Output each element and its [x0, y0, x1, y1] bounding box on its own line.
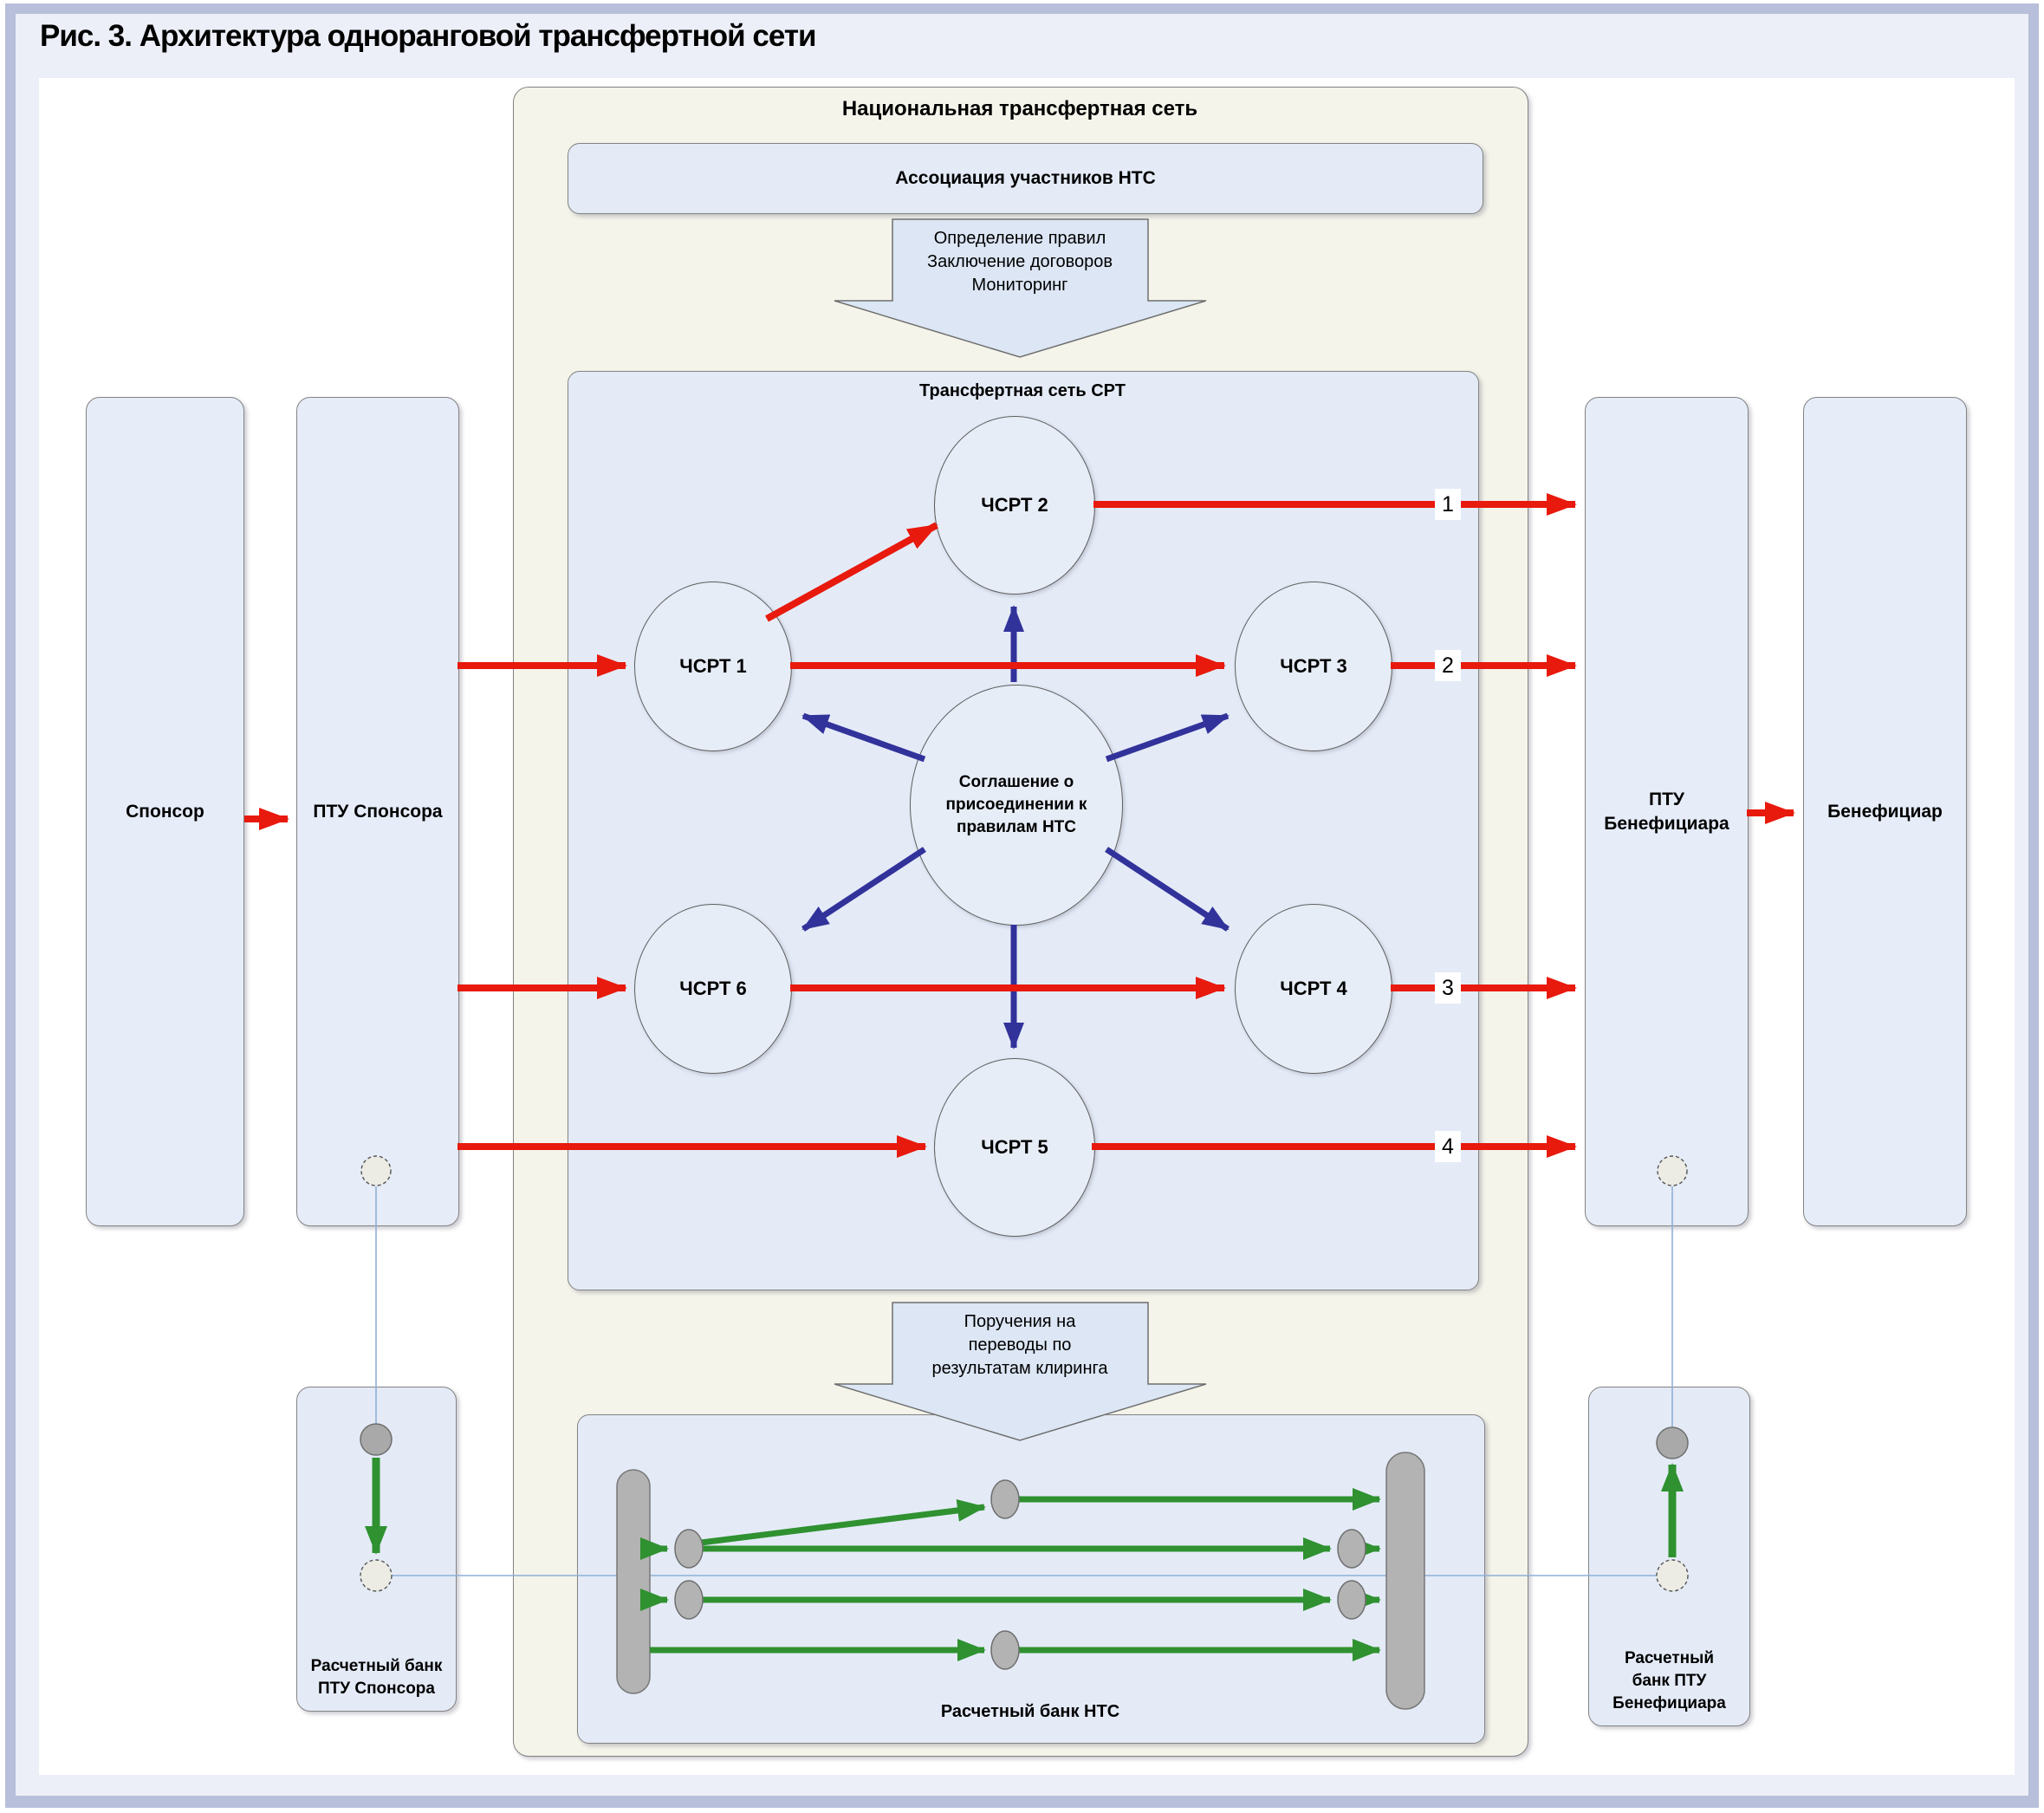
node-chsrt-5-label: ЧСРТ 5: [981, 1136, 1048, 1158]
node-chsrt-6: ЧСРТ 6: [634, 904, 792, 1074]
beneficiary-settlement-bank-box: Расчетный банк ПТУ Бенефициара: [1588, 1387, 1750, 1726]
beneficiary-ptu-label: ПТУ Бенефициара: [1604, 789, 1729, 834]
sponsor-ptu-label: ПТУ Спонсора: [313, 801, 443, 822]
frame-band-left: [5, 3, 16, 1808]
sponsor-ptu-box: ПТУ Спонсора: [296, 397, 459, 1226]
frame-band-right: [2028, 3, 2039, 1808]
sponsor-box: Спонсор: [86, 397, 244, 1226]
node-chsrt-6-label: ЧСРТ 6: [679, 978, 747, 999]
node-chsrt-2: ЧСРТ 2: [934, 416, 1095, 595]
srt-network-title: Трансфертная сеть СРТ: [919, 381, 1126, 400]
node-chsrt-3-label: ЧСРТ 3: [1280, 655, 1347, 677]
route-number-1: 1: [1435, 489, 1461, 520]
sponsor-settlement-bank-label: Расчетный банк ПТУ Спонсора: [310, 1657, 443, 1698]
association-box: Ассоциация участников НТС: [568, 143, 1483, 214]
beneficiary-label: Бенефициар: [1827, 801, 1943, 822]
node-chsrt-4: ЧСРТ 4: [1235, 904, 1392, 1074]
beneficiary-ptu-box: ПТУ Бенефициара: [1585, 397, 1749, 1226]
frame-band-top: [5, 3, 2039, 14]
beneficiary-box: Бенефициар: [1803, 397, 1967, 1226]
node-chsrt-1-label: ЧСРТ 1: [679, 655, 747, 677]
clearing-arrow-text: Поручения на переводы по результатам кли…: [931, 1312, 1108, 1378]
node-chsrt-2-label: ЧСРТ 2: [981, 494, 1048, 516]
route-number-3: 3: [1435, 972, 1461, 1004]
node-chsrt-4-label: ЧСРТ 4: [1280, 978, 1347, 999]
agreement-node: Соглашение о присоединении к правилам НТ…: [910, 685, 1123, 926]
national-network-title: Национальная трансфертная сеть: [841, 97, 1198, 120]
node-chsrt-3: ЧСРТ 3: [1235, 582, 1392, 751]
nts-settlement-bank-label: Расчетный банк НТС: [940, 1702, 1120, 1721]
rules-arrow-text: Определение правил Заключение договоров …: [926, 229, 1113, 295]
frame-band-bottom: [5, 1796, 2039, 1808]
agreement-node-label: Соглашение о присоединении к правилам НТ…: [945, 773, 1087, 836]
sponsor-label: Спонсор: [126, 801, 204, 822]
node-chsrt-5: ЧСРТ 5: [934, 1058, 1095, 1237]
node-chsrt-1: ЧСРТ 1: [634, 582, 792, 751]
figure-title: Рис. 3. Архитектура одноранговой трансфе…: [40, 19, 817, 53]
route-number-4: 4: [1435, 1131, 1461, 1162]
nts-settlement-bank-box: [577, 1414, 1485, 1744]
beneficiary-settlement-bank-label: Расчетный банк ПТУ Бенефициара: [1612, 1649, 1726, 1712]
route-number-2: 2: [1435, 650, 1461, 681]
sponsor-settlement-bank-box: Расчетный банк ПТУ Спонсора: [296, 1387, 457, 1712]
association-label: Ассоциация участников НТС: [895, 168, 1156, 188]
